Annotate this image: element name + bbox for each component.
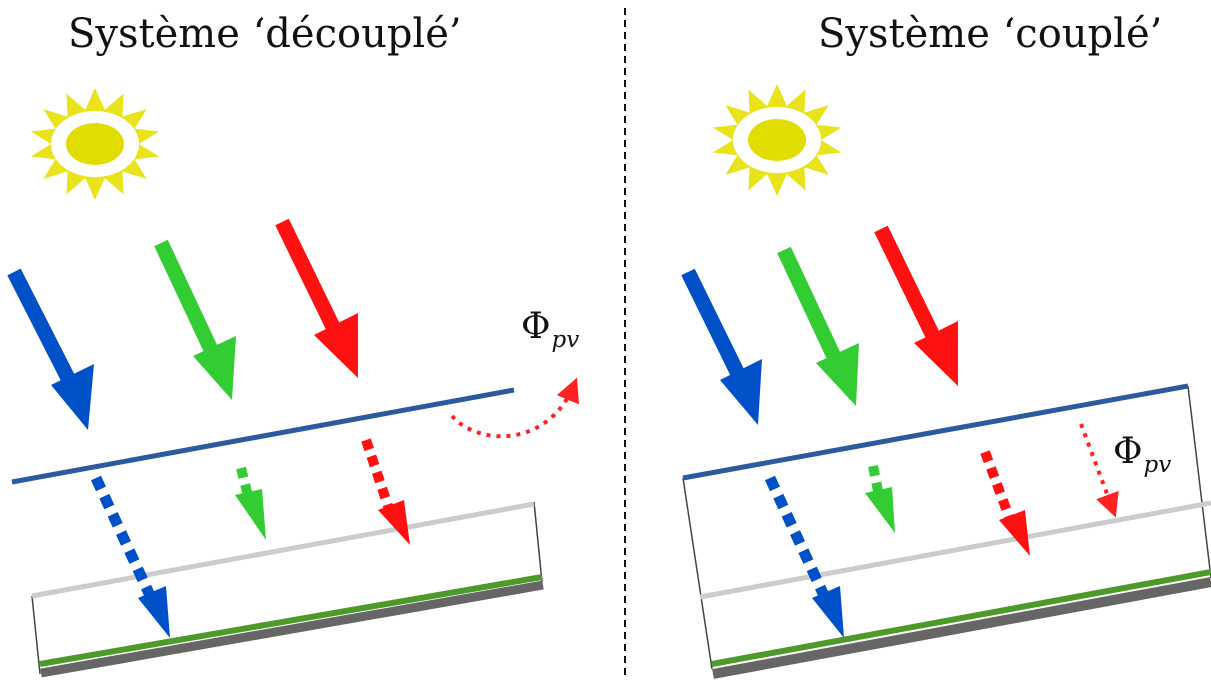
incident-arrow-blue: [7, 268, 94, 430]
glass-top-layer: [682, 383, 1189, 481]
transmitted-arrow-red: [361, 438, 410, 545]
substrate-layer: [40, 580, 544, 678]
flux-label-absorbed: Φpv: [1113, 431, 1171, 477]
title-decoupled: Système ‘découplé’: [68, 11, 462, 57]
right-panel: [681, 84, 1211, 679]
right-module: [682, 383, 1211, 679]
incident-arrow-green: [777, 246, 859, 406]
absorbed-flux-arrow: [1079, 423, 1119, 518]
incident-arrow-blue: [681, 268, 762, 425]
module-edge-right: [1187, 385, 1211, 579]
module-edge-right: [533, 501, 543, 583]
incident-arrow-green: [154, 239, 236, 400]
transmitted-arrow-red: [980, 450, 1030, 556]
flux-symbol: Φ: [1113, 431, 1143, 472]
sun-icon: [30, 88, 160, 200]
transmitted-arrow-green: [235, 466, 266, 540]
incident-arrow-red: [874, 225, 958, 386]
title-coupled: Système ‘couplé’: [818, 11, 1163, 57]
incident-arrow-red: [275, 218, 358, 378]
module-edge-left: [682, 477, 713, 670]
glass-top-layer: [11, 387, 515, 485]
left-panel: [7, 88, 579, 678]
transmitted-arrow-blue: [91, 475, 170, 638]
flux-symbol: Φ: [521, 306, 551, 347]
left-module: [11, 387, 544, 678]
flux-subscript: pv: [1143, 452, 1172, 478]
flux-label-reflected: Φpv: [521, 306, 579, 352]
middle-layer: [31, 501, 535, 599]
flux-subscript: pv: [551, 327, 580, 353]
sun-icon: [712, 84, 842, 196]
module-edge-left: [31, 595, 41, 675]
green-layer: [711, 569, 1211, 667]
middle-layer: [699, 500, 1211, 600]
green-layer: [39, 574, 543, 667]
substrate-layer: [712, 577, 1211, 679]
transmitted-arrow-green: [865, 465, 895, 533]
transmitted-arrow-blue: [765, 475, 844, 638]
